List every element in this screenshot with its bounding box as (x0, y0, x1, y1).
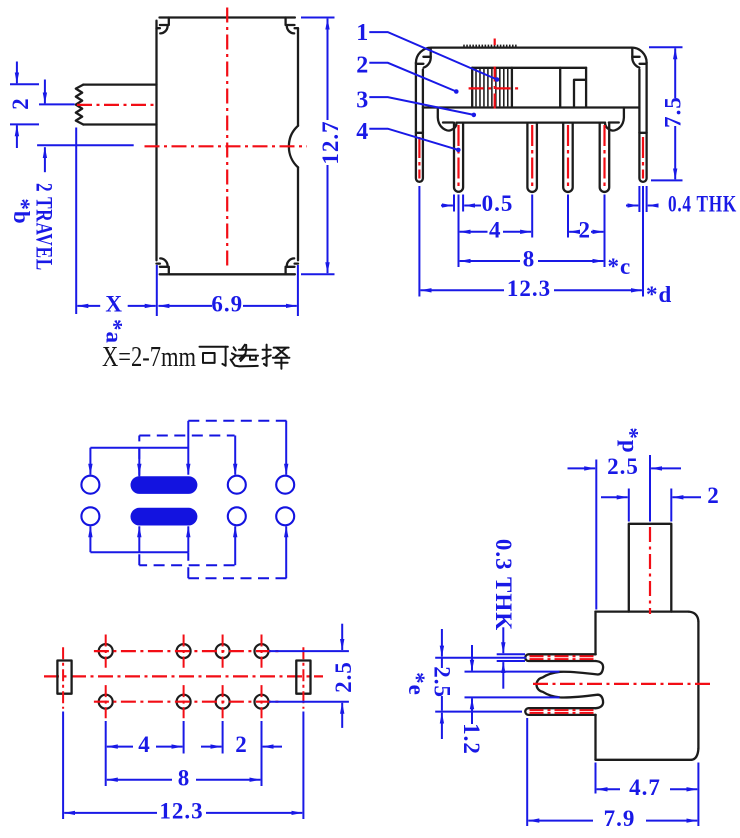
svg-text:*e: *e (404, 672, 429, 696)
svg-text:8: 8 (178, 765, 191, 790)
svg-text:*p: *p (618, 427, 643, 453)
svg-text:*d: *d (646, 282, 672, 307)
svg-text:2: 2 (579, 217, 592, 242)
svg-text:2: 2 (235, 732, 248, 757)
svg-text:2.5: 2.5 (430, 666, 455, 698)
svg-text:2: 2 (356, 52, 368, 78)
svg-text:2 TRAVEL: 2 TRAVEL (31, 183, 56, 271)
svg-text:0.3 THK: 0.3 THK (491, 539, 516, 631)
svg-text:4: 4 (489, 217, 502, 242)
svg-text:4.7: 4.7 (629, 775, 661, 800)
svg-text:2.5: 2.5 (607, 454, 639, 479)
svg-text:*c: *c (608, 254, 632, 279)
svg-text:4: 4 (138, 732, 151, 757)
svg-text:1.2: 1.2 (459, 723, 484, 755)
svg-text:X: X (105, 292, 123, 317)
svg-text:*b: *b (9, 198, 34, 224)
svg-text:12.7: 12.7 (318, 120, 343, 164)
svg-text:*a: *a (102, 319, 127, 344)
svg-text:12.3: 12.3 (159, 799, 203, 824)
svg-text:8: 8 (523, 247, 536, 272)
svg-text:1: 1 (356, 20, 368, 46)
svg-text:2: 2 (8, 97, 33, 110)
svg-text:7.5: 7.5 (660, 96, 685, 128)
svg-text:12.3: 12.3 (507, 276, 551, 301)
svg-text:2.5: 2.5 (331, 661, 356, 693)
svg-text:3: 3 (356, 87, 368, 113)
svg-text:0.5: 0.5 (482, 191, 514, 216)
svg-text:0.4 THK: 0.4 THK (668, 191, 737, 216)
svg-text:4: 4 (356, 119, 368, 145)
svg-text:7.9: 7.9 (604, 806, 636, 831)
svg-text:X=2-7mm: X=2-7mm (102, 341, 196, 373)
svg-text:2: 2 (707, 483, 720, 508)
svg-text:6.9: 6.9 (211, 292, 243, 317)
